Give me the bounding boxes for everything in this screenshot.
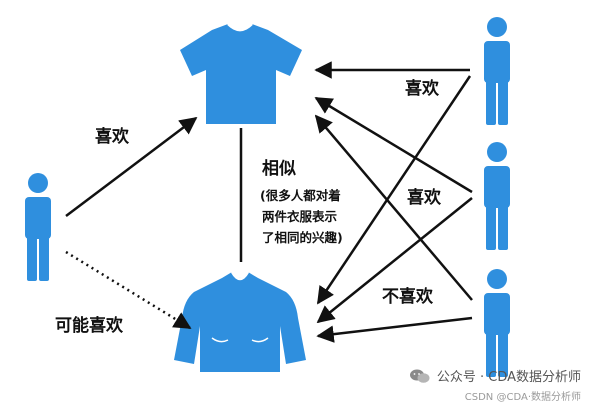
arrow-left-to-tshirt [65,116,198,217]
arrow-bottom-to-tshirt [314,114,473,301]
label-similar-note-1: (很多人都对着 [260,188,341,203]
arrow-left-to-sweatshirt [65,250,192,330]
label-similar-title: 相似 [262,158,296,179]
label-similar-note-3: 了相同的兴趣) [262,230,343,245]
watermark-text: 公众号 · CDA数据分析师 [436,370,581,385]
watermark: 公众号 · CDA数据分析师 [409,366,581,385]
label-dislike: 不喜欢 [382,286,434,307]
tshirt-icon [180,23,302,124]
arrow-middle-to-sweatshirt [316,197,473,324]
person-icon-left [25,173,51,281]
label-like-left: 喜欢 [95,126,130,147]
sweatshirt-icon [174,271,306,372]
label-like-right-2: 喜欢 [407,187,442,208]
person-icon-right-top [484,17,510,125]
label-maybe-like: 可能喜欢 [55,315,124,336]
person-icon-right-middle [484,142,510,250]
label-similar-note-2: 两件衣服表示 [262,209,338,224]
person-icon-right-bottom [484,269,510,377]
arrow-middle-to-tshirt [314,96,473,194]
csdn-credit: CSDN @CDA·数据分析师 [464,392,581,403]
arrow-top-to-sweatshirt [316,75,472,305]
label-like-right-1: 喜欢 [405,78,440,99]
arrow-bottom-to-sweatshirt [316,316,473,343]
wechat-icon [409,369,430,383]
